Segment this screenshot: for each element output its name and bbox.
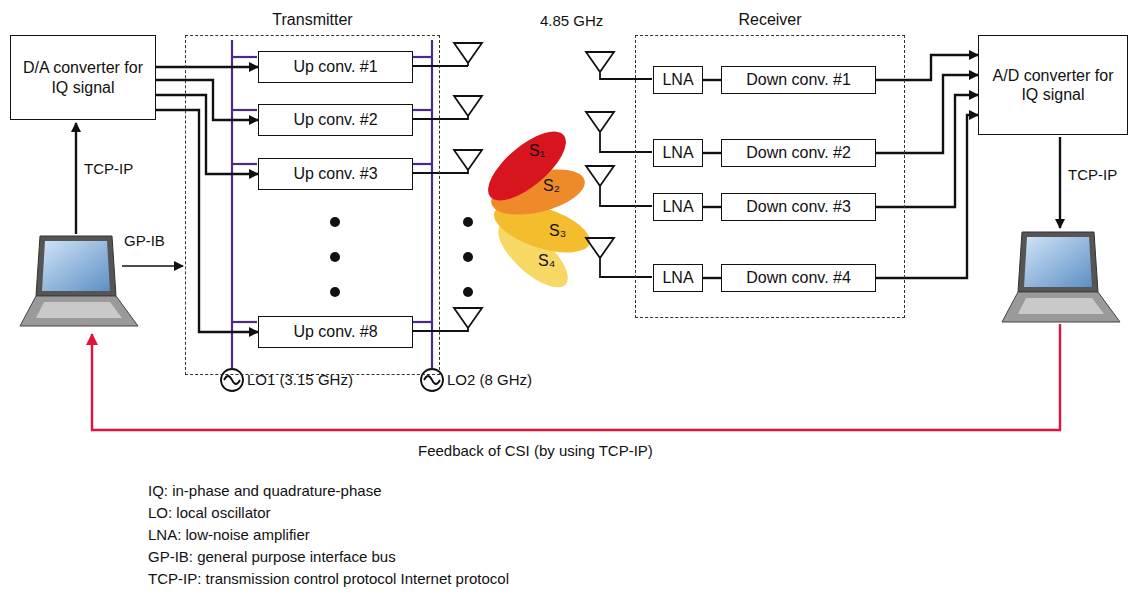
abbreviation-note: LNA: low-noise amplifier xyxy=(148,526,310,544)
receiver-group: ReceiverLNALNALNALNADown conv. #1Down co… xyxy=(635,35,905,318)
interface-label: TCP-IP xyxy=(84,160,133,178)
converter-box: A/D converter for IQ signal xyxy=(978,35,1128,135)
rx-antennas xyxy=(586,52,652,277)
lna-box: LNA xyxy=(653,193,703,221)
oscillator-symbol xyxy=(221,369,443,391)
lo-wires xyxy=(232,40,432,368)
signal-connector xyxy=(703,277,721,279)
group-title: Receiver xyxy=(636,10,904,29)
box-label: Up conv. #1 xyxy=(289,57,381,76)
lna-box: LNA xyxy=(653,264,703,292)
signal-connector xyxy=(156,95,258,174)
box-label: Down conv. #1 xyxy=(742,70,855,89)
box-label: Up conv. #3 xyxy=(289,164,381,183)
box-label: Down conv. #4 xyxy=(742,268,855,287)
tx-antennas xyxy=(412,43,482,331)
beam-lobes xyxy=(477,120,595,298)
down-converter-box: Down conv. #1 xyxy=(721,66,876,94)
signal-connector xyxy=(703,206,721,208)
box-label: LNA xyxy=(658,268,697,287)
feedback-label: Feedback of CSI (by using TCP-IP) xyxy=(418,442,653,460)
signal-connector xyxy=(703,79,721,81)
beam-label: S₄ xyxy=(538,251,555,270)
signal-connector xyxy=(876,115,978,278)
signal-connector xyxy=(876,75,978,153)
beam-label: S₁ xyxy=(529,141,545,160)
laptop-icon xyxy=(1002,232,1120,322)
interface-links xyxy=(76,123,1060,266)
box-label: Down conv. #2 xyxy=(742,143,855,162)
interface-label: TCP-IP xyxy=(1068,166,1117,184)
lna-box: LNA xyxy=(653,139,703,167)
box-label: LNA xyxy=(658,197,697,216)
signal-connector xyxy=(703,152,721,154)
box-label: D/A converter for IQ signal xyxy=(11,58,155,96)
lna-box: LNA xyxy=(653,66,703,94)
box-label: Up conv. #8 xyxy=(289,322,381,341)
converter-box: D/A converter for IQ signal xyxy=(10,35,156,120)
abbreviation-note: TCP-IP: transmission control protocol In… xyxy=(148,570,509,588)
up-converter-box: Up conv. #1 xyxy=(258,51,413,83)
up-converter-box: Up conv. #8 xyxy=(258,316,413,348)
down-converter-box: Down conv. #4 xyxy=(721,264,876,292)
beam-label: S₂ xyxy=(543,176,560,195)
beam-label: S₃ xyxy=(549,221,566,240)
group-title: Transmitter xyxy=(186,10,439,29)
oscillator-label: LO2 (8 GHz) xyxy=(447,371,532,389)
box-label: A/D converter for IQ signal xyxy=(979,66,1127,104)
box-label: Up conv. #2 xyxy=(289,110,381,129)
box-label: LNA xyxy=(658,70,697,89)
frequency-label: 4.85 GHz xyxy=(540,12,603,30)
abbreviation-note: LO: local oscillator xyxy=(148,504,271,522)
signal-connector xyxy=(876,55,978,80)
box-label: LNA xyxy=(658,143,697,162)
up-converter-box: Up conv. #3 xyxy=(258,158,413,190)
laptop-icon xyxy=(20,236,138,326)
abbreviation-note: IQ: in-phase and quadrature-phase xyxy=(148,482,382,500)
feedback-line xyxy=(92,324,1060,430)
down-converter-box: Down conv. #3 xyxy=(721,193,876,221)
oscillator-label: LO1 (3.15 GHz) xyxy=(247,371,353,389)
abbreviation-note: GP-IB: general purpose interface bus xyxy=(148,548,396,566)
signal-connector xyxy=(156,110,258,332)
down-converter-box: Down conv. #2 xyxy=(721,139,876,167)
box-label: Down conv. #3 xyxy=(742,197,855,216)
interface-label: GP-IB xyxy=(124,232,165,250)
up-converter-box: Up conv. #2 xyxy=(258,104,413,136)
ellipsis-dots xyxy=(330,217,473,297)
signal-connector xyxy=(156,66,258,68)
signal-connector xyxy=(876,95,978,207)
transmitter-group: TransmitterUp conv. #1Up conv. #2Up conv… xyxy=(185,35,440,375)
